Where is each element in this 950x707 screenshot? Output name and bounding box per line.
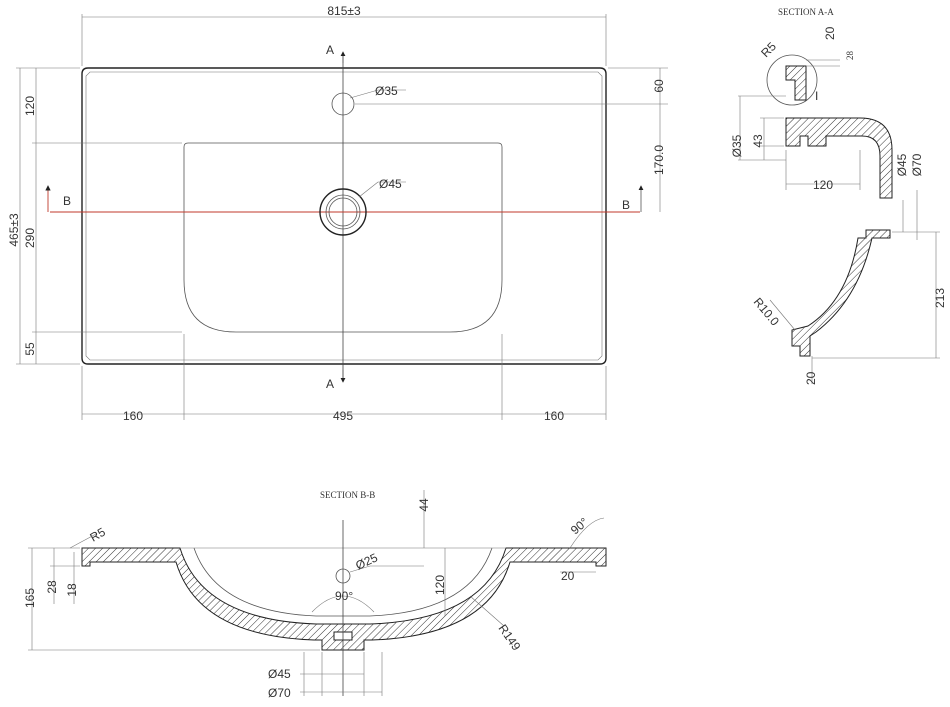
dim-bb-165: 165 [23, 588, 37, 608]
dim-bowl-center: 170.0 [652, 145, 666, 175]
bb-tap-hole [335, 568, 351, 584]
tap-hole [331, 92, 355, 116]
plan-view: 815±3 Ø35 Ø45 A A B B 465±3 120 290 55 [7, 4, 668, 423]
section-b-right: B [622, 198, 630, 212]
dim-drain-hole: Ø45 [379, 177, 402, 191]
bowl-outline [183, 142, 503, 333]
dim-bb-28: 28 [45, 580, 59, 594]
section-bb: SECTION B-B 165 28 18 R5 44 Ø25 120 90 [23, 490, 607, 700]
dim-bb-r5: R5 [88, 525, 109, 545]
dim-front-edge: 55 [23, 342, 37, 356]
dim-aa-45: Ø45 [895, 153, 909, 176]
dim-overall-depth: 465±3 [7, 213, 21, 247]
dim-aa-35: Ø35 [730, 134, 744, 157]
dim-bowl-depth: 290 [23, 228, 37, 248]
basin-outline [81, 67, 607, 365]
dim-left-margin: 160 [123, 409, 143, 423]
drain-hole [319, 188, 367, 236]
dim-bb-angle-rim: 90° [568, 515, 591, 538]
dim-bb-45: Ø45 [268, 667, 291, 681]
aa-rim-profile [785, 117, 893, 199]
dim-bb-70: Ø70 [268, 686, 291, 700]
dim-back-edge: 120 [23, 96, 37, 116]
dim-bb-r149: R149 [496, 622, 524, 654]
dim-tap-hole: Ø35 [375, 84, 398, 98]
dim-aa-120: 120 [813, 178, 833, 192]
dim-aa-213: 213 [933, 288, 947, 308]
dim-bb-44: 44 [417, 498, 431, 512]
dim-bb-18: 18 [65, 583, 79, 597]
dim-aa-20b: 20 [804, 371, 818, 385]
section-bb-title: SECTION B-B [320, 490, 375, 500]
section-b-left: B [63, 194, 71, 208]
dim-bb-angle-center: 90° [335, 589, 353, 603]
dim-bb-120: 120 [433, 575, 447, 595]
aa-bowl-profile [791, 229, 891, 357]
dim-aa-r5: R5 [758, 39, 779, 60]
dim-tap-setback: 60 [652, 79, 666, 93]
dim-aa-20: 20 [823, 26, 837, 40]
dim-overall-width: 815±3 [327, 4, 361, 18]
detail-label: I [815, 89, 818, 103]
dim-aa-r10: R10.0 [751, 295, 783, 329]
dim-aa-28: 28 [845, 51, 855, 61]
dim-bowl-width: 495 [333, 409, 353, 423]
section-a-top: A [326, 43, 334, 57]
dim-aa-70: Ø70 [910, 153, 924, 176]
bb-profile [81, 547, 607, 651]
section-aa: SECTION A-A I R5 20 28 Ø35 43 120 Ø45 Ø7… [730, 7, 947, 385]
dim-bb-20: 20 [561, 569, 575, 583]
section-aa-title: SECTION A-A [778, 7, 834, 17]
dim-right-margin: 160 [544, 409, 564, 423]
dim-aa-43: 43 [751, 134, 765, 148]
detail-circle [766, 54, 818, 106]
dim-bb-25: Ø25 [353, 550, 380, 572]
section-a-bottom: A [326, 377, 334, 391]
